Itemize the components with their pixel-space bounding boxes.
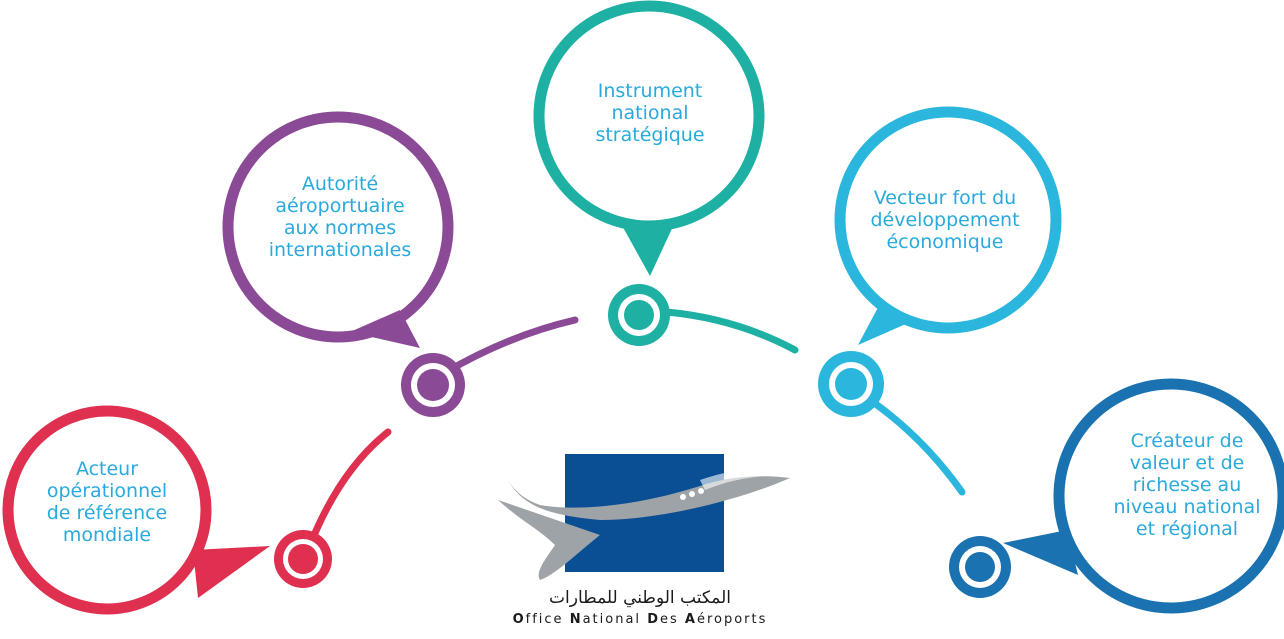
line: et régional bbox=[1135, 518, 1239, 540]
arc-purple bbox=[442, 316, 579, 376]
text-strategic-instrument: Instrument national stratégique bbox=[560, 80, 740, 146]
line: valeur et de bbox=[1129, 452, 1245, 474]
arc-cyan bbox=[873, 401, 966, 496]
initial: D bbox=[647, 612, 660, 627]
line: économique bbox=[886, 231, 1004, 253]
word-rest: ffice bbox=[525, 612, 564, 627]
line: Vecteur fort du bbox=[873, 187, 1017, 209]
node-purple bbox=[401, 353, 465, 417]
arc-red bbox=[306, 428, 392, 549]
bubble-purple bbox=[222, 111, 454, 348]
bubble-teal bbox=[533, 0, 765, 276]
line: de référence bbox=[46, 502, 168, 524]
logo-arabic-name: المكتب الوطني للمطارات bbox=[549, 588, 731, 608]
line: internationales bbox=[268, 239, 412, 261]
line: stratégique bbox=[595, 124, 705, 146]
line: national bbox=[611, 102, 689, 124]
line: opérationnel bbox=[46, 480, 168, 502]
logo-french-name: Office National Des Aéroports bbox=[470, 612, 810, 627]
word-rest: es bbox=[659, 612, 679, 627]
initial: N bbox=[569, 612, 583, 627]
line: Acteur bbox=[75, 458, 139, 480]
line: Autorité bbox=[301, 173, 379, 195]
line: mondiale bbox=[62, 524, 152, 546]
arc-teal bbox=[662, 308, 799, 354]
node-navy bbox=[949, 536, 1011, 598]
text-economic-vector: Vecteur fort du développement économique bbox=[855, 187, 1035, 253]
line: Créateur de bbox=[1130, 430, 1244, 452]
bubble-navy bbox=[1003, 378, 1284, 614]
line: développement bbox=[870, 209, 1020, 231]
node-teal bbox=[608, 284, 670, 346]
bubble-red bbox=[2, 405, 270, 615]
initial: A bbox=[684, 612, 697, 627]
onda-logo-emblem bbox=[498, 454, 792, 580]
line: aux normes bbox=[283, 217, 397, 239]
word-rest: éroports bbox=[696, 612, 768, 627]
bubble-cyan bbox=[834, 106, 1062, 345]
text-airport-authority: Autorité aéroportuaire aux normes intern… bbox=[255, 173, 425, 261]
initial: O bbox=[512, 612, 526, 627]
line: niveau national bbox=[1113, 496, 1261, 518]
line: richesse au bbox=[1132, 474, 1242, 496]
word-rest: ational bbox=[582, 612, 642, 627]
node-cyan bbox=[818, 351, 884, 417]
text-value-creator: Créateur de valeur et de richesse au niv… bbox=[1092, 430, 1282, 540]
line: Instrument bbox=[597, 80, 703, 102]
line: aéroportuaire bbox=[275, 195, 405, 217]
text-operational-actor: Acteur opérationnel de référence mondial… bbox=[22, 458, 192, 546]
node-red bbox=[274, 530, 332, 588]
